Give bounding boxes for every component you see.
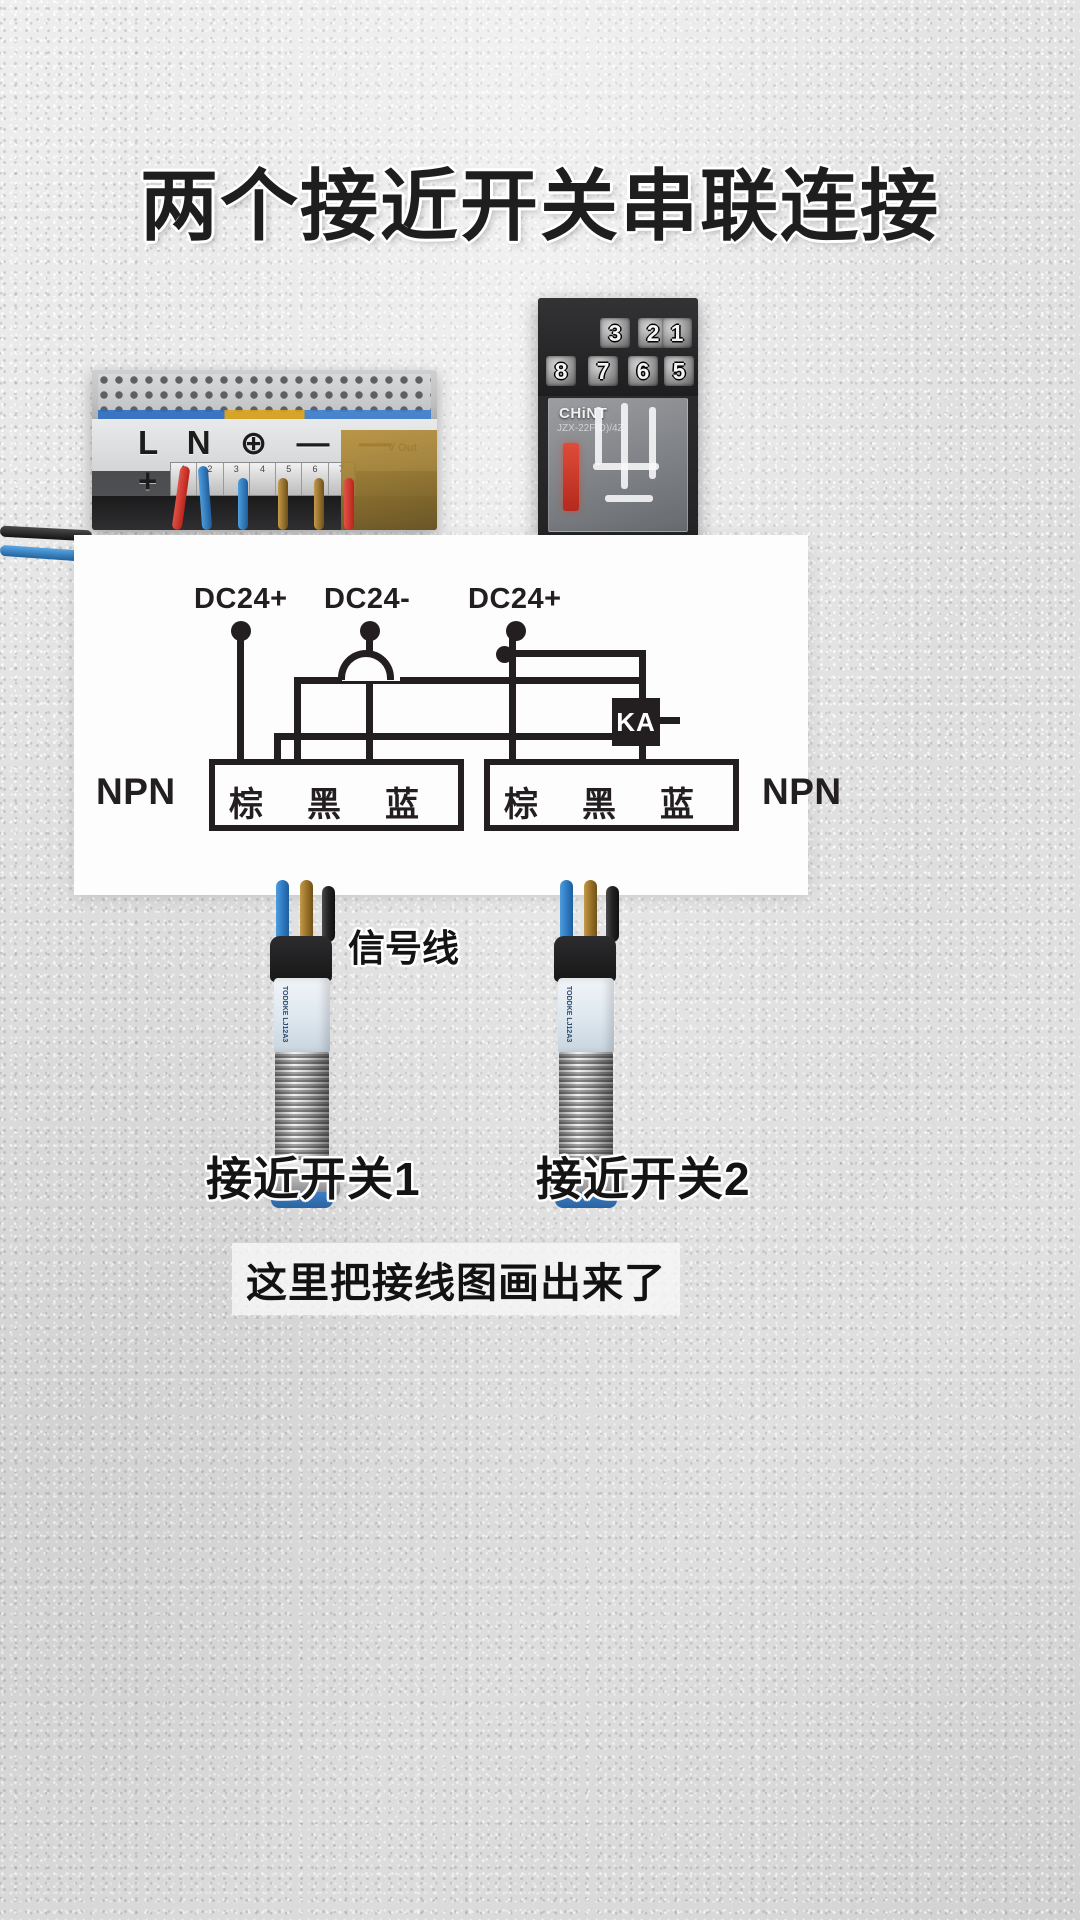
sensor1-band-text: TODDKE LJ12A3	[281, 986, 288, 1043]
sensor1-threaded-barrel	[275, 1052, 329, 1170]
relay-coil-body	[563, 443, 579, 511]
wire-dc24minus-down	[366, 631, 373, 771]
sensor2-wire-brown	[584, 880, 597, 942]
terminal-number: 5	[276, 463, 303, 495]
wire-dc24plus-right-down	[509, 631, 516, 771]
sensor1-label-band: TODDKE LJ12A3	[274, 978, 330, 1054]
psu-wire-brown-1	[278, 478, 288, 530]
terminal-label-dc24-plus-right: DC24+	[468, 583, 562, 615]
psu-wire-brown-2	[314, 478, 324, 530]
sensor2-band-text: TODDKE LJ12A3	[565, 986, 572, 1043]
relay-internal-wire-1	[595, 407, 602, 465]
left-sensor-wire-black: 黑	[307, 786, 350, 824]
signal-wire-annotation: 信号线	[348, 928, 459, 969]
relay-terminal-2-number: 2	[646, 319, 660, 346]
power-supply-pcb	[341, 430, 437, 530]
right-sensor-terminal-box: 棕 黑 蓝	[484, 759, 739, 831]
power-supply-vent-holes	[98, 374, 431, 412]
page-title: 两个接近开关串联连接	[139, 162, 940, 250]
left-sensor-wire-brown: 棕	[229, 786, 272, 824]
sensor1-wire-black	[322, 886, 335, 942]
relay-terminal-1: 1	[662, 318, 692, 348]
relay-terminal-3-number: 3	[608, 319, 622, 346]
power-supply-photo: L N ⊕ — — + + V Out 1 2 3 4 5 6 7	[92, 370, 437, 530]
relay-internal-wire-4	[593, 463, 659, 470]
relay-terminal-8-number: 8	[554, 357, 568, 384]
left-sensor-wire-blue: 蓝	[385, 786, 428, 824]
relay-terminal-6-number: 6	[636, 357, 650, 384]
sensor1-hex-nut	[264, 1162, 340, 1196]
relay-internal-wire-2	[621, 403, 628, 489]
sensor2-cable-boot	[554, 936, 616, 982]
wiring-diagram-panel: DC24+ DC24- DC24+ KA NPN 棕 黑 蓝 棕 黑 蓝 NPN	[74, 535, 841, 895]
sensor1-wire-brown	[300, 880, 313, 942]
relay-terminal-7: 7	[588, 356, 618, 386]
psu-wire-blue-2	[238, 478, 248, 530]
sensor2-label-band: TODDKE LJ12A3	[558, 978, 614, 1054]
relay-brand-label: CHiNT	[559, 405, 608, 422]
left-sensor-type-label: NPN	[96, 771, 176, 812]
sensor-2-caption: 接近开关2	[536, 1153, 751, 1205]
wire-dc24plus-left-down	[237, 631, 244, 771]
psu-wire-red-2	[344, 478, 354, 530]
relay-photo: 3 2 1 8 7 6 5 CHiNT JZX-22F(D)/4Z	[538, 298, 698, 538]
wire-lower-bus-drop	[274, 733, 281, 771]
relay-terminal-1-number: 1	[670, 319, 684, 346]
sensor2-wire-black	[606, 886, 619, 942]
wire-ka-bottom-stub	[652, 717, 680, 724]
relay-terminal-8: 8	[546, 356, 576, 386]
relay-terminal-6: 6	[628, 356, 658, 386]
sensor1-sensing-face	[271, 1192, 333, 1208]
right-sensor-type-label: NPN	[762, 771, 842, 812]
terminal-number: 4	[250, 463, 277, 495]
terminal-number: 6	[302, 463, 329, 495]
right-sensor-wire-blue: 蓝	[660, 786, 703, 824]
sensor2-wire-blue	[560, 880, 573, 942]
wire-series-bus	[294, 677, 639, 684]
relay-terminal-5: 5	[664, 356, 694, 386]
sensor2-hex-nut	[548, 1162, 624, 1196]
terminal-number: 2	[197, 463, 224, 495]
terminal-label-dc24-plus-left: DC24+	[194, 583, 288, 615]
right-sensor-wire-black: 黑	[582, 786, 625, 824]
relay-coil-ka-label: KA	[616, 706, 656, 737]
relay-terminal-5-number: 5	[672, 357, 686, 384]
relay-model-label: JZX-22F(D)/4Z	[557, 423, 624, 434]
relay-terminal-3: 3	[600, 318, 630, 348]
sensor-1-caption: 接近开关1	[206, 1153, 421, 1205]
sensor2-sensing-face	[555, 1192, 617, 1208]
left-sensor-terminal-box: 棕 黑 蓝	[209, 759, 464, 831]
relay-internal-wire-3	[649, 407, 656, 479]
sensor1-wire-blue	[276, 880, 289, 942]
power-supply-color-stripe	[98, 410, 431, 419]
wire-bus-left-drop	[294, 677, 301, 771]
sensor2-threaded-barrel	[559, 1052, 613, 1170]
bottom-caption: 这里把接线图画出来了	[232, 1243, 680, 1315]
wire-crossover-hop	[338, 650, 394, 680]
sensor1-cable-boot	[270, 936, 332, 982]
wire-ka-top	[506, 650, 646, 657]
relay-terminal-7-number: 7	[596, 357, 610, 384]
relay-clear-housing: CHiNT JZX-22F(D)/4Z	[548, 398, 688, 532]
terminal-number: 3	[224, 463, 250, 495]
terminal-label-dc24-minus: DC24-	[324, 583, 411, 615]
right-sensor-wire-brown: 棕	[504, 786, 547, 824]
relay-internal-wire-5	[605, 495, 653, 502]
wire-lower-bus	[274, 733, 646, 740]
